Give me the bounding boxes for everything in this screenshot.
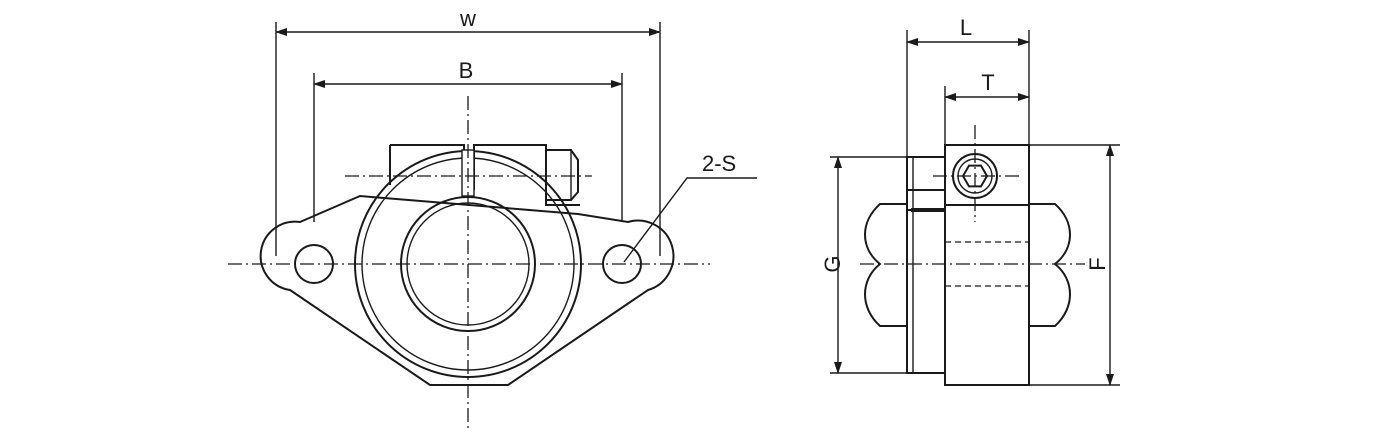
t-label: T bbox=[981, 70, 994, 95]
shaft-right-break bbox=[1030, 203, 1071, 327]
s-label: 2-S bbox=[702, 151, 736, 176]
s-leader bbox=[623, 177, 757, 263]
l-label: L bbox=[960, 15, 972, 40]
front-view: w B 2-S bbox=[228, 6, 757, 430]
side-clamp-body bbox=[944, 144, 1030, 386]
g-label: G bbox=[820, 255, 845, 272]
flange-outline bbox=[259, 194, 675, 386]
side-view: L T G F bbox=[820, 15, 1120, 386]
shaft-left-break bbox=[864, 203, 907, 327]
screw-head bbox=[546, 149, 579, 201]
b-label: B bbox=[459, 58, 474, 83]
clamp-boss bbox=[390, 144, 580, 206]
side-flange-band bbox=[911, 208, 945, 212]
f-label: F bbox=[1085, 257, 1110, 270]
w-label: w bbox=[459, 6, 476, 31]
